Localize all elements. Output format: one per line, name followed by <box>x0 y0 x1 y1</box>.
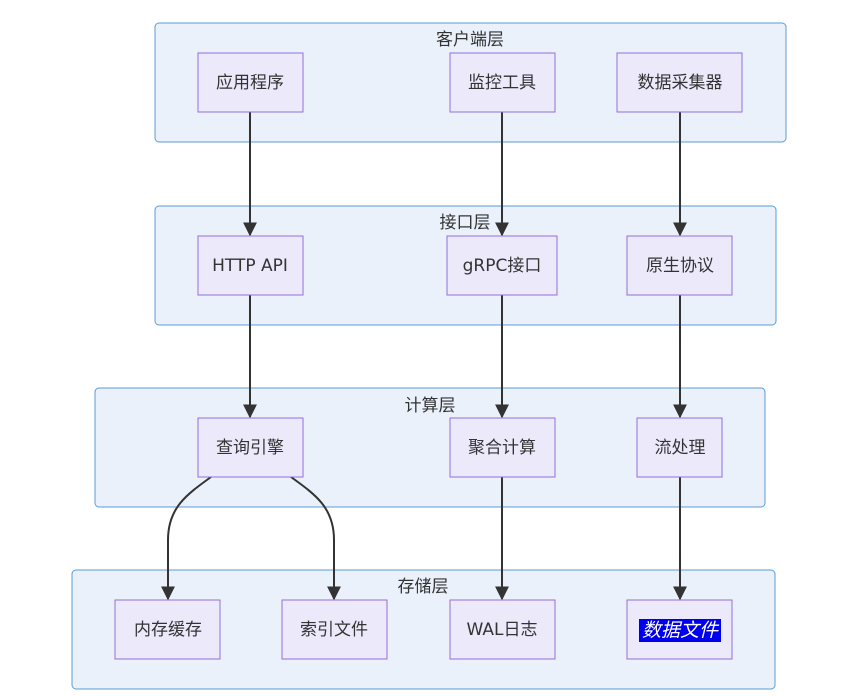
node-wal-log[interactable]: WAL日志 <box>449 599 556 660</box>
node-native-label: 原生协议 <box>646 256 714 276</box>
node-stream[interactable]: 流处理 <box>636 417 723 478</box>
edge-query-engine-index-file <box>290 476 341 601</box>
node-aggregate-label: 聚合计算 <box>468 438 536 458</box>
node-index-file[interactable]: 索引文件 <box>281 599 388 660</box>
edge-query-engine-mem-cache <box>161 476 212 601</box>
node-query-engine-label: 查询引擎 <box>216 438 284 458</box>
node-mem-cache[interactable]: 内存缓存 <box>114 599 221 660</box>
client-layer-label: 客户端层 <box>436 30 504 50</box>
node-grpc-label: gRPC接口 <box>463 256 542 276</box>
node-aggregate[interactable]: 聚合计算 <box>449 417 556 478</box>
node-native[interactable]: 原生协议 <box>626 235 733 296</box>
compute-layer-label: 计算层 <box>405 396 456 416</box>
node-http-api[interactable]: HTTP API <box>197 235 304 296</box>
node-index-file-label: 索引文件 <box>300 620 368 640</box>
node-monitor-label: 监控工具 <box>468 73 536 93</box>
selection-highlight <box>639 619 721 642</box>
interface-layer-label: 接口层 <box>440 213 491 233</box>
node-app-label: 应用程序 <box>216 73 284 93</box>
node-data-file-label: 数据文件 <box>642 620 720 642</box>
edges <box>161 112 687 601</box>
node-mem-cache-label: 内存缓存 <box>134 620 202 640</box>
node-wal-log-label: WAL日志 <box>467 620 538 640</box>
storage-layer: 存储层 <box>71 569 776 690</box>
storage-layer-label: 存储层 <box>398 577 449 597</box>
node-grpc[interactable]: gRPC接口 <box>446 235 558 296</box>
node-query-engine[interactable]: 查询引擎 <box>197 417 304 478</box>
node-collector[interactable]: 数据采集器 <box>616 52 743 113</box>
node-monitor[interactable]: 监控工具 <box>449 52 556 113</box>
node-http-api-label: HTTP API <box>212 256 288 276</box>
node-stream-label: 流处理 <box>655 438 706 458</box>
node-data-file[interactable]: 数据文件 <box>626 599 733 660</box>
node-collector-label: 数据采集器 <box>638 73 723 93</box>
node-app[interactable]: 应用程序 <box>197 52 304 113</box>
